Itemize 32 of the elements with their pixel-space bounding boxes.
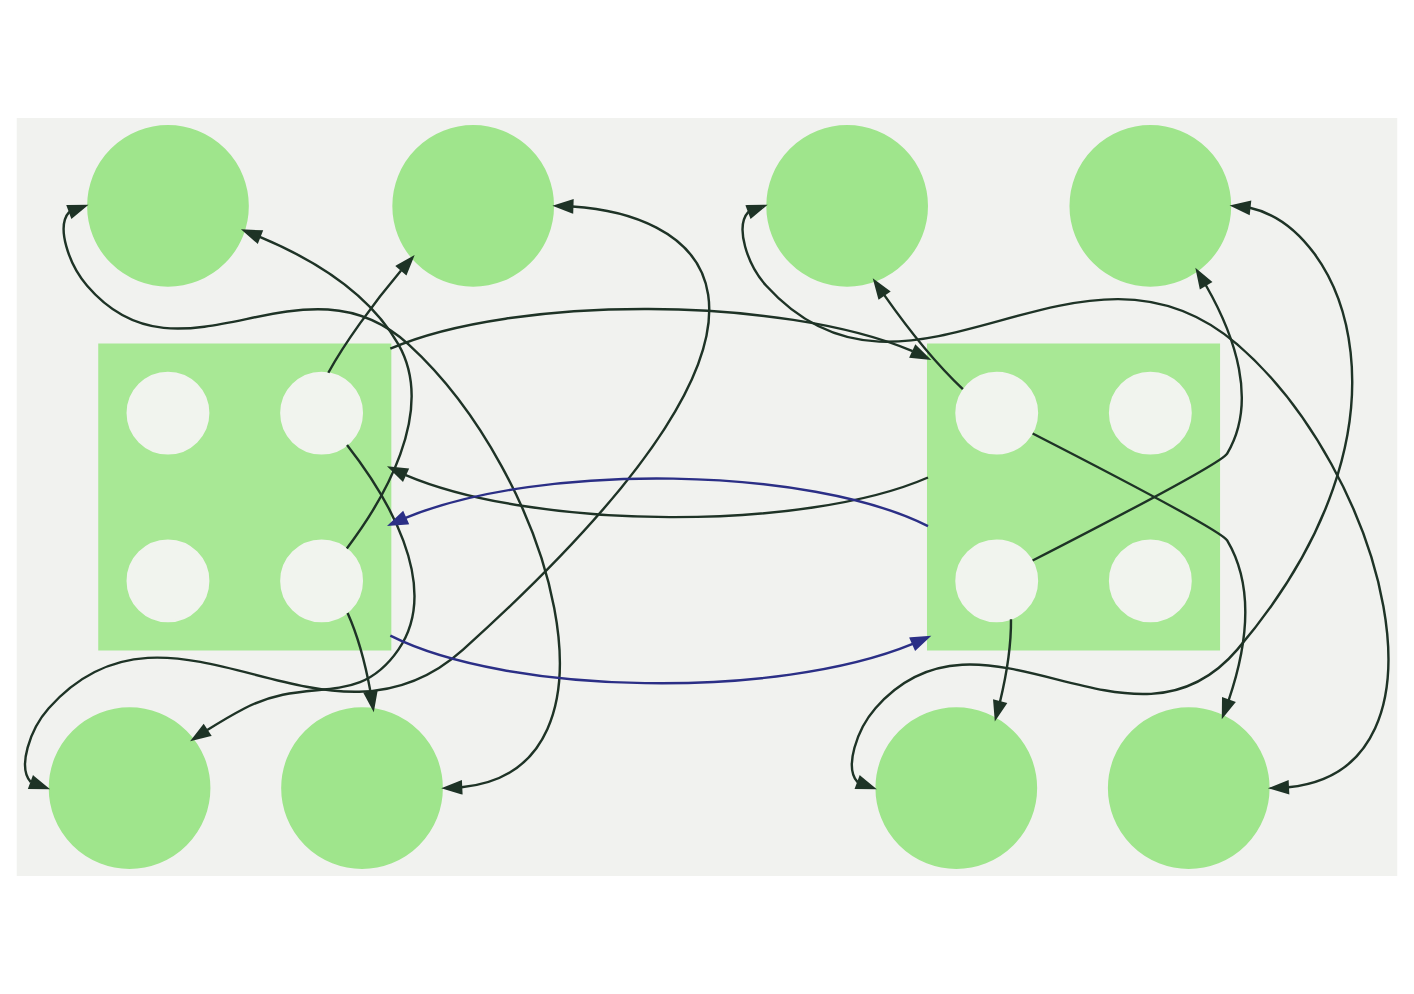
arrow: [850, 200, 1354, 790]
cluster: [927, 343, 1221, 651]
arrow: [741, 204, 1390, 795]
arrow: [240, 229, 413, 550]
arrow: [190, 444, 416, 742]
node-circle: [280, 539, 364, 623]
cluster: [98, 343, 392, 651]
node-circle: [1108, 371, 1192, 455]
arrow: [327, 254, 415, 374]
node-circle: [766, 125, 928, 287]
arrow: [389, 634, 932, 685]
arrow: [387, 466, 929, 519]
node-circle: [126, 539, 210, 623]
arrow: [872, 278, 964, 391]
node-circle: [126, 371, 210, 455]
node-circle: [955, 371, 1039, 455]
node-circle: [955, 539, 1039, 623]
arrow: [62, 204, 561, 795]
node-circle: [1069, 125, 1232, 287]
arrow: [1032, 267, 1243, 562]
arrow: [346, 612, 378, 713]
node-circle: [281, 707, 443, 869]
node-circle: [280, 371, 364, 455]
node-circle: [87, 125, 249, 287]
node-circle: [1108, 539, 1192, 623]
arrow: [389, 307, 932, 360]
arrow: [1032, 432, 1247, 720]
node-circle: [875, 707, 1038, 869]
arrow: [24, 199, 710, 790]
arrow: [386, 477, 929, 528]
node-circle: [1107, 707, 1270, 869]
arrow: [993, 619, 1013, 722]
